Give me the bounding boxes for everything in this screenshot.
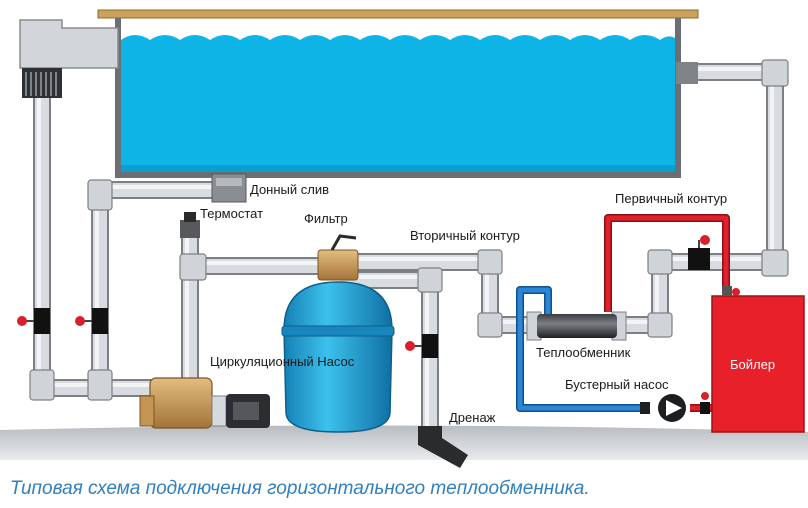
return-inlet [676,62,698,84]
label-heat-exchanger: Теплообменник [536,345,631,360]
label-drainage: Дренаж [449,410,496,425]
valve-drain-line [75,308,108,334]
label-filter: Фильтр [304,211,348,226]
label-boiler: Бойлер [730,357,776,372]
ground [0,425,808,460]
label-main-drain: Донный слив [250,182,330,197]
valve-primary-line [732,288,740,296]
boiler [711,286,805,433]
pool [97,9,699,178]
skimmer [19,19,119,98]
valve-drainage-line [405,334,438,358]
thermostat [180,212,200,238]
valve-skimmer-line [17,308,50,334]
circulation-pump [139,377,270,429]
primary-circuit-pipe [604,214,730,312]
filter [281,234,395,433]
label-primary-circuit: Первичный контур [615,191,728,206]
main-drain [211,173,247,203]
pipe-fittings [29,59,789,401]
booster-pump [640,394,686,422]
label-booster-pump: Бустерный насос [565,377,669,392]
label-secondary-circuit: Вторичный контур [410,228,520,243]
valve-return-line [688,235,710,270]
label-thermostat: Термостат [200,206,264,221]
label-circulation-pump: Циркуляционный Насос [210,354,355,369]
valve-secondary-line [700,392,710,414]
drainage [418,426,468,468]
valves [17,235,740,414]
diagram-caption: Типовая схема подключения горизонтальног… [10,478,590,499]
heat-exchanger [526,311,627,341]
